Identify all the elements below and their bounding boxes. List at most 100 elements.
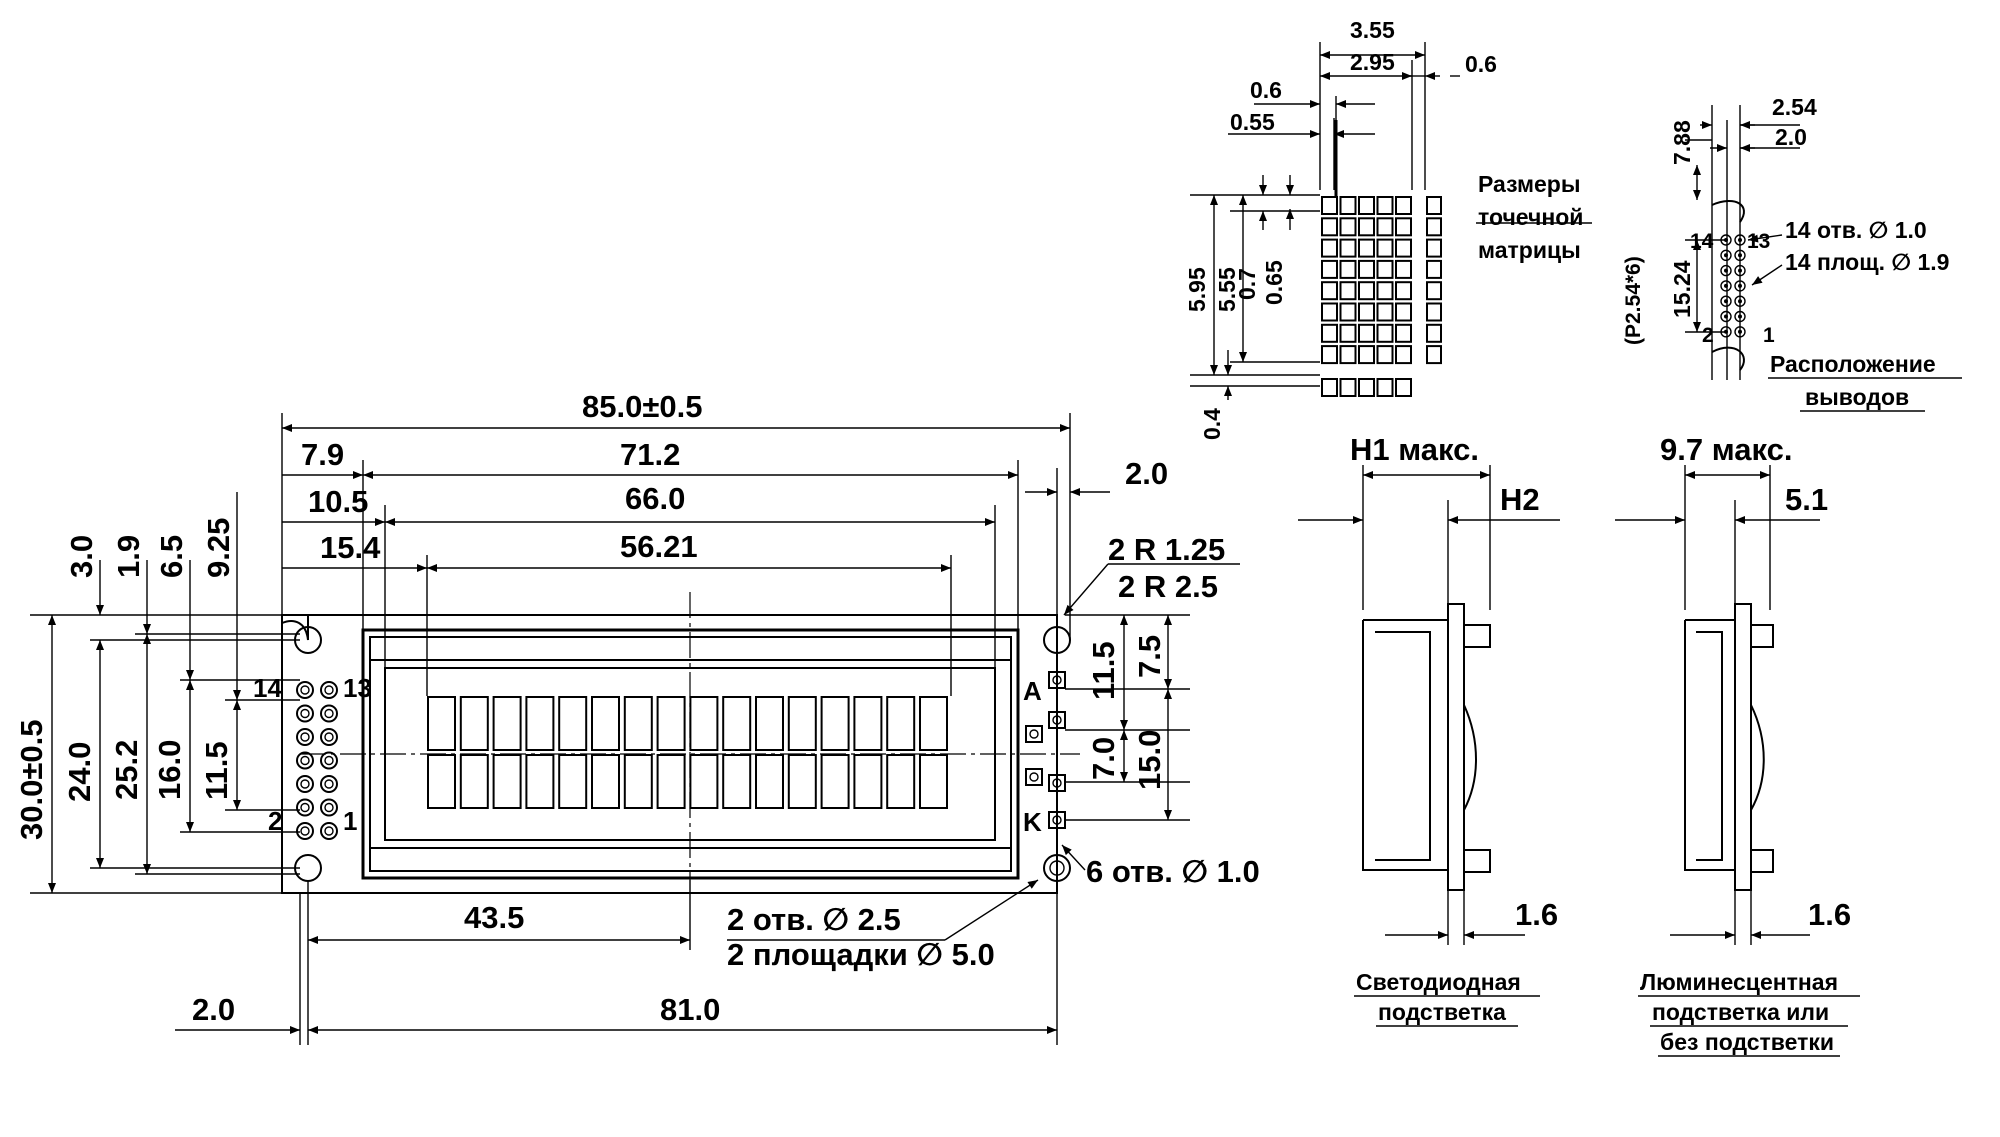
dim-6-5: 6.5 <box>154 535 189 578</box>
layout-hole <box>1724 314 1728 319</box>
matrix-dot <box>1321 323 1338 343</box>
layout-pad <box>1720 326 1732 338</box>
matrix-dot-next <box>1426 259 1442 279</box>
el-caption-1: Люминесцентная <box>1640 969 1838 995</box>
matrix-dot <box>1339 323 1357 343</box>
layout-hole <box>1738 314 1742 319</box>
char-cell <box>623 754 653 809</box>
matrix-dot <box>1339 196 1357 215</box>
led-pcb <box>1447 603 1465 891</box>
layout-pad <box>1734 249 1746 262</box>
layout-hole <box>1738 238 1742 242</box>
matrix-dot <box>1376 196 1394 215</box>
char-cell <box>820 754 850 809</box>
layout-pad <box>1734 310 1746 323</box>
pin-dots <box>1720 234 1746 338</box>
matrix-dot-next <box>1426 281 1442 301</box>
dm-caption-2: точечной <box>1478 204 1583 230</box>
char-cell <box>591 754 620 809</box>
matrix-dot <box>1339 238 1357 258</box>
header-pad <box>320 822 338 840</box>
matrix-dot <box>1376 259 1394 279</box>
char-cell <box>853 696 883 751</box>
matrix-dot <box>1395 345 1412 365</box>
cursor-dot <box>1376 378 1394 397</box>
layout-hole <box>1738 268 1742 273</box>
pin-caption-2: выводов <box>1805 384 1909 410</box>
char-cell <box>787 696 817 751</box>
matrix-dot <box>1395 323 1412 343</box>
pin-pads: 14 площ. ∅ 1.9 <box>1785 249 1949 275</box>
layout-pad <box>1720 280 1732 292</box>
layout-pad <box>1734 264 1746 277</box>
dim-1-9: 1.9 <box>111 535 146 578</box>
matrix-dot <box>1395 196 1412 215</box>
char-cell <box>656 696 686 751</box>
led-caption-1: Светодиодная <box>1356 969 1521 995</box>
header-hole <box>324 685 334 695</box>
char-cell <box>623 696 653 751</box>
matrix-dot <box>1321 259 1338 279</box>
dim-15-4: 15.4 <box>320 530 381 565</box>
el-h-max: 9.7 макс. <box>1660 432 1792 467</box>
header-hole <box>300 708 310 719</box>
dm-caption-3: матрицы <box>1478 237 1581 263</box>
pin-2-0: 2.0 <box>1775 124 1807 150</box>
header-pad <box>320 728 338 746</box>
cursor-dot <box>1395 378 1412 397</box>
dm-3-55: 3.55 <box>1350 17 1395 43</box>
dm-gap-0-6: 0.6 <box>1465 51 1497 77</box>
layout-hole <box>1724 283 1728 288</box>
matrix-dot <box>1321 281 1338 301</box>
matrix-dot <box>1321 302 1338 322</box>
dm-0-65: 0.65 <box>1261 260 1287 305</box>
matrix-dot <box>1339 345 1357 365</box>
matrix-dot <box>1395 259 1412 279</box>
char-cell <box>427 754 456 809</box>
matrix-dot <box>1358 259 1375 279</box>
dim-85: 85.0±0.5 <box>582 389 702 424</box>
matrix-dot <box>1376 345 1394 365</box>
matrix-dot <box>1321 217 1338 237</box>
char-cell <box>427 696 456 751</box>
callout-2-pads: 2 площадки ∅ 5.0 <box>727 937 995 972</box>
matrix-dot <box>1339 217 1357 237</box>
led-backlight <box>1375 631 1431 861</box>
header-hole <box>300 685 310 695</box>
dim-71-2: 71.2 <box>620 437 680 472</box>
side-view-el: 9.7 макс. 5.1 1.6 Люминесцентная подстве… <box>1615 432 1860 1057</box>
matrix-dot <box>1376 323 1394 343</box>
dim-15-0: 15.0 <box>1132 730 1167 790</box>
matrix-dot <box>1376 217 1394 237</box>
layout-pad <box>1720 310 1732 323</box>
pin-layout-detail: 2.54 2.0 7.88 15.24 (P2.54*6) 14 13 2 1 … <box>1622 94 1962 412</box>
pin-n1: 1 <box>1763 324 1775 347</box>
pin-label-14: 14 <box>253 673 282 703</box>
side-view-led: H1 макс. H2 1.6 Светодиодная подстветка <box>1298 432 1560 1027</box>
layout-hole <box>1738 299 1742 304</box>
callout-2-holes: 2 отв. ∅ 2.5 <box>727 902 901 937</box>
header-pad <box>296 681 314 699</box>
header-hole <box>300 826 310 836</box>
el-bump <box>1750 704 1765 811</box>
matrix-dot-next <box>1426 238 1442 258</box>
char-cell <box>558 754 588 809</box>
dim-9-25: 9.25 <box>201 518 236 578</box>
pin-15-24: 15.24 <box>1669 260 1695 318</box>
dim-10-5: 10.5 <box>308 484 368 519</box>
matrix-dot-next <box>1426 302 1442 322</box>
dim-56-21: 56.21 <box>620 529 698 564</box>
header-pad <box>320 751 338 770</box>
layout-pad <box>1720 234 1732 246</box>
char-cell <box>492 754 522 809</box>
callout-6-holes: 6 отв. ∅ 1.0 <box>1086 854 1260 889</box>
dim-2-0-right: 2.0 <box>1125 456 1168 491</box>
dim-3-0: 3.0 <box>64 535 99 578</box>
matrix-dot <box>1395 238 1412 258</box>
el-caption-2: подстветка или <box>1652 999 1829 1025</box>
char-cell <box>525 696 555 751</box>
layout-hole <box>1738 329 1742 334</box>
dm-0-55: 0.55 <box>1230 109 1275 135</box>
dim-30: 30.0±0.5 <box>14 720 49 840</box>
matrix-dot <box>1321 196 1338 215</box>
